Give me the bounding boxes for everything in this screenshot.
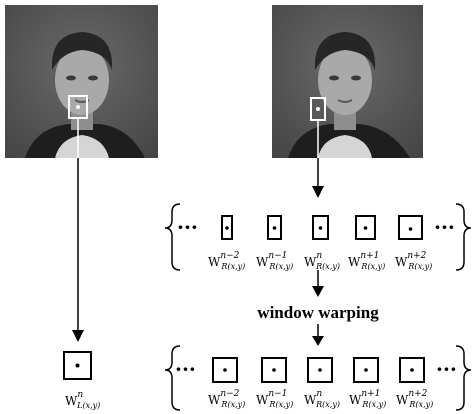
bottom-window-2 <box>261 357 287 383</box>
top-right-ellipsis: ··· <box>434 215 455 239</box>
right-window-point <box>316 107 320 111</box>
top-left-ellipsis: ··· <box>177 215 198 239</box>
left-window-dot <box>75 363 80 368</box>
left-face-photo <box>5 5 158 158</box>
bottom-window-4 <box>353 357 379 383</box>
mid-arrow-head <box>312 286 324 297</box>
window-warping-title: window warping <box>257 303 379 322</box>
top-window-1 <box>221 215 233 240</box>
top-window-5 <box>398 215 423 240</box>
right-face-photo <box>272 5 423 158</box>
lower-arrow-head <box>312 336 324 346</box>
left-window-box <box>63 351 92 380</box>
right-arrow-head <box>312 186 324 198</box>
bottom-left-ellipsis: ··· <box>175 357 196 381</box>
top-window-2 <box>267 215 282 240</box>
left-window-point <box>76 105 80 109</box>
top-window-4 <box>355 215 376 240</box>
left-arrow-head <box>72 330 84 342</box>
bottom-right-ellipsis: ··· <box>436 357 457 381</box>
top-window-3 <box>312 215 329 240</box>
bottom-window-1 <box>212 357 238 383</box>
bottom-window-3 <box>307 357 333 383</box>
bottom-window-5 <box>399 357 425 383</box>
